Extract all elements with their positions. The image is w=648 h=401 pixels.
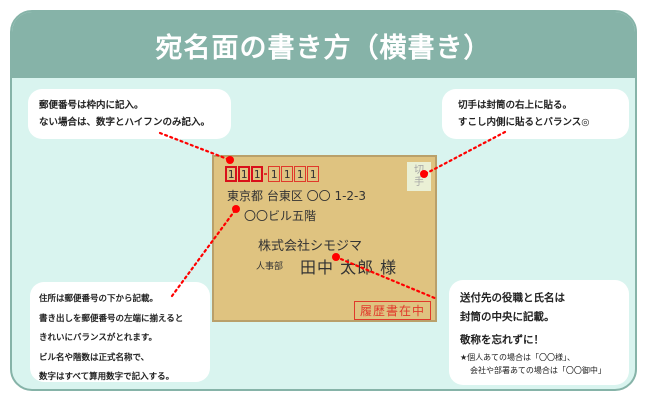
callout-address: 住所は郵便番号の下から記載。 書き出しを郵便番号の左端に揃えると きれいにバラン…	[30, 282, 210, 382]
company-name: 株式会社シモジマ	[258, 239, 363, 254]
department-name: 人事部	[256, 262, 284, 272]
note-company: 会社や部署あての場合は「〇〇御中」	[470, 365, 606, 375]
postal-digit-box: 1	[281, 166, 293, 182]
callout-text: 書き出しを郵便番号の左端に揃えると	[39, 313, 184, 324]
stamp-placeholder: 切 手	[407, 162, 431, 191]
callout-text: 数字はすべて算用数字で記入する。	[39, 372, 175, 382]
resume-enclosed-stamp: 履歴書在中	[354, 301, 431, 320]
recipient-name: 田中 太郎 様	[300, 258, 398, 277]
callout-text: 送付先の役職と氏名は	[460, 292, 565, 304]
callout-emphasis: 敬称を忘れずに！	[460, 334, 544, 346]
address-line-1: 東京都 台東区 〇〇 1-2-3	[227, 189, 367, 203]
callout-text: 住所は郵便番号の下から記載。	[39, 294, 159, 304]
header-banner: 宛名面の書き方（横書き）	[12, 12, 635, 78]
callout-notes: ★個人あての場合は「〇〇様」、 会社や部署あての場合は「〇〇御中」	[460, 352, 629, 377]
postal-digit-box: 1	[251, 166, 263, 182]
callout-postal-code: 郵便番号は枠内に記入。 ない場合は、数字とハイフンのみ記入。	[28, 89, 231, 139]
postal-hyphen	[264, 173, 267, 175]
callout-text: きれいにバランスがとれます。	[39, 333, 157, 343]
postal-digit-box: 1	[294, 166, 306, 182]
note-individual: ★個人あての場合は「〇〇様」、	[460, 353, 576, 362]
postal-digit-box: 1	[225, 166, 237, 182]
callout-text: すこし内側に貼るとバランス◎	[458, 117, 590, 128]
stamp-label: 切	[414, 164, 424, 176]
envelope: 1 1 1 1 1 1 1 切 手 東京都 台東区 〇〇 1-2-3 〇〇ビル五…	[212, 155, 437, 322]
stamp-label: 手	[414, 176, 424, 188]
callout-recipient: 送付先の役職と氏名は 封筒の中央に記載。 敬称を忘れずに！ ★個人あての場合は「…	[449, 280, 629, 385]
postal-code-boxes: 1 1 1 1 1 1 1	[225, 166, 320, 182]
diagram-frame: 宛名面の書き方（横書き） 郵便番号は枠内に記入。 ない場合は、数字とハイフンのみ…	[10, 10, 637, 391]
postal-digit-box: 1	[238, 166, 250, 182]
callout-text: 封筒の中央に記載。	[460, 311, 555, 323]
callout-text: ビル名や階数は正式名称で、	[39, 352, 150, 363]
postal-digit-box: 1	[268, 166, 280, 182]
callout-text: 切手は封筒の右上に貼る。	[458, 100, 573, 111]
callout-stamp: 切手は封筒の右上に貼る。 すこし内側に貼るとバランス◎	[442, 89, 629, 139]
page-title: 宛名面の書き方（横書き）	[155, 32, 492, 64]
address-line-2: 〇〇ビル五階	[244, 209, 317, 223]
callout-text: ない場合は、数字とハイフンのみ記入。	[39, 117, 211, 128]
postal-digit-box: 1	[307, 166, 319, 182]
callout-text: 郵便番号は枠内に記入。	[39, 100, 144, 111]
